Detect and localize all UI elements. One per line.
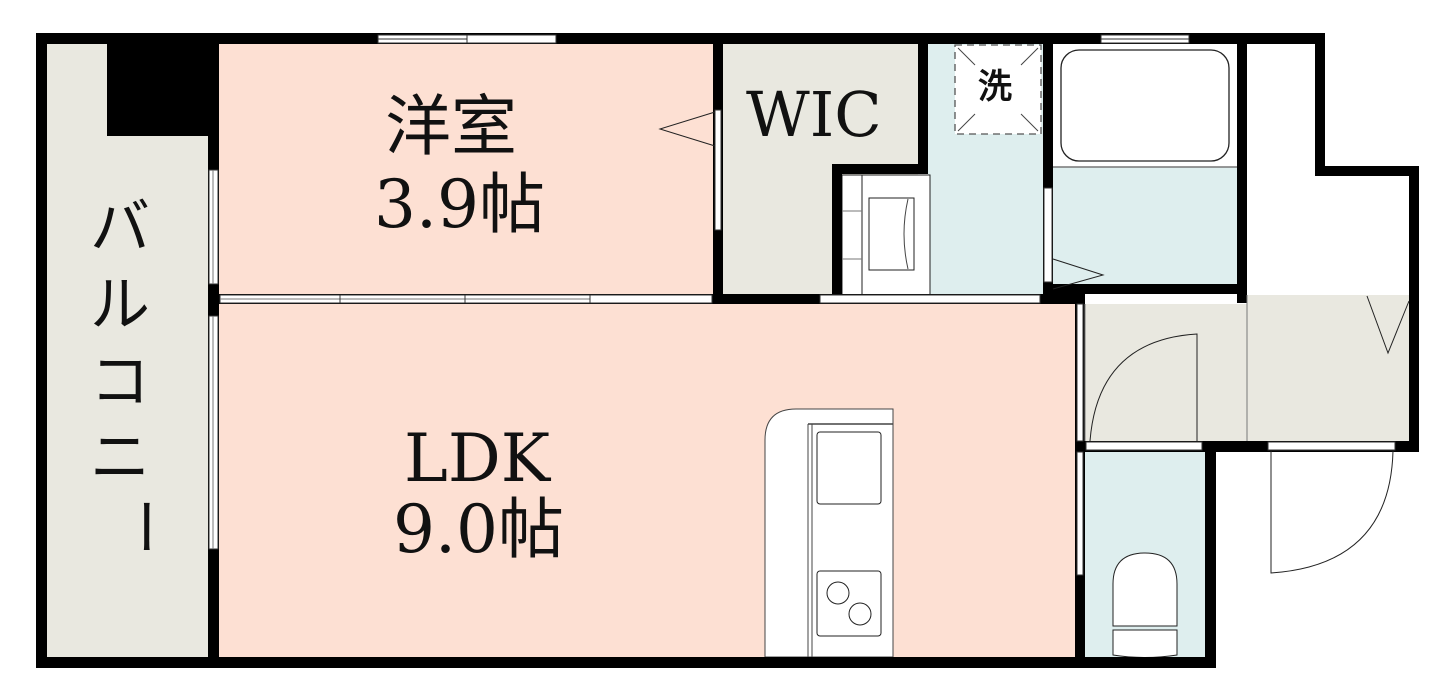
- western-room-floor: [219, 44, 713, 294]
- balcony-char-5: ー: [106, 497, 177, 558]
- sink-icon: [816, 431, 882, 505]
- ldk-size: 9.0帖: [393, 491, 564, 568]
- balcony-label: バ ル コ ニ ー: [85, 190, 177, 557]
- stove-icon: [816, 570, 882, 637]
- door-swings: [658, 111, 1410, 574]
- toilet-icon: [1112, 552, 1178, 627]
- western-room-name: 洋室: [385, 88, 517, 165]
- balcony-floor: [47, 44, 208, 657]
- ldk-name: LDK: [404, 420, 551, 497]
- bathtub-icon: [1060, 49, 1230, 162]
- western-room-size: 3.9帖: [374, 166, 545, 243]
- openings: [208, 34, 1396, 576]
- balcony-char-1: バ: [90, 193, 150, 263]
- balcony-char-4: ニ: [90, 423, 150, 494]
- balcony-char-3: コ: [90, 346, 150, 417]
- wic-label: WIC: [746, 78, 882, 151]
- hall-floor: [1085, 304, 1247, 441]
- balcony-char-2: ル: [90, 269, 150, 340]
- entrance-floor: [1247, 295, 1409, 441]
- washer-label: 洗: [978, 67, 1012, 107]
- ldk-floor: [219, 304, 1076, 657]
